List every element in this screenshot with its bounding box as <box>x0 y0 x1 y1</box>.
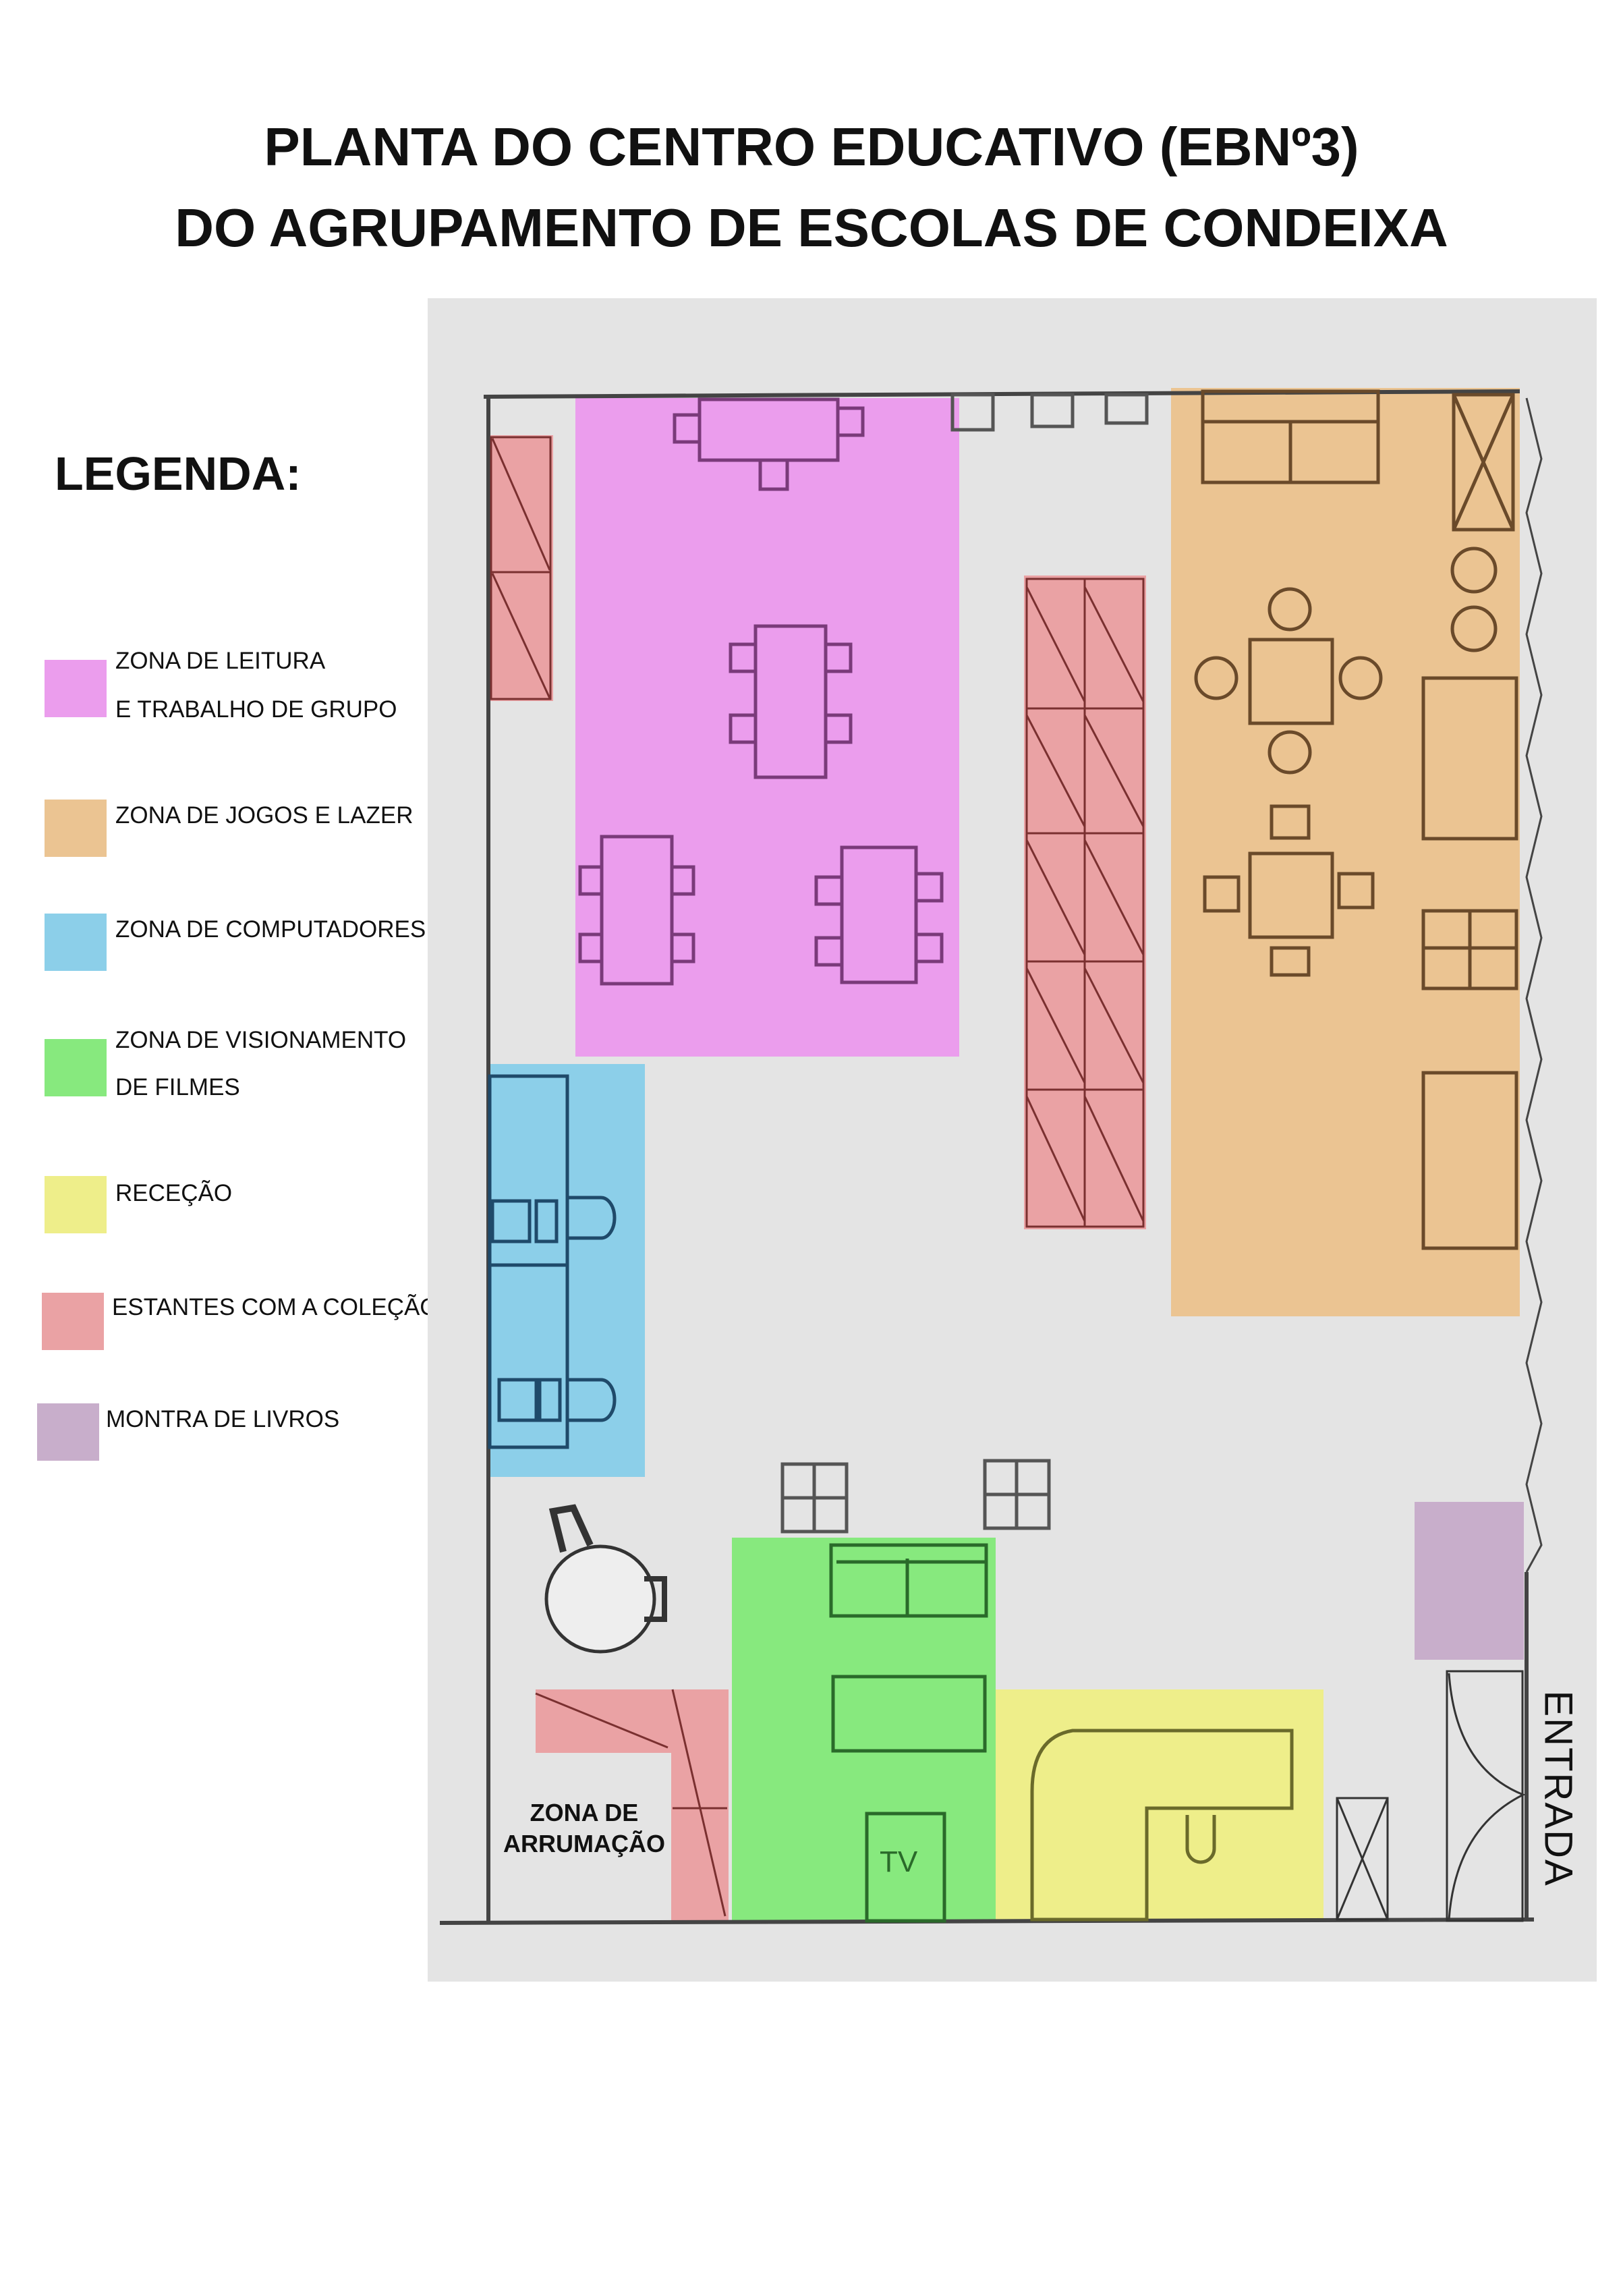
film-furniture <box>829 1543 988 1923</box>
reading-tables <box>578 397 944 986</box>
legend-label-films-2: DE FILMES <box>115 1074 240 1100</box>
tv-label: TV <box>880 1845 918 1878</box>
legend-label-computers: ZONA DE COMPUTADORES <box>115 916 426 943</box>
zone-film-viewing <box>732 1538 996 1921</box>
entrance-door <box>1336 1670 1526 1922</box>
legend-heading: LEGENDA: <box>55 447 302 500</box>
round-table <box>544 1504 667 1654</box>
legend-label-films-1: ZONA DE VISIONAMENTO <box>115 1027 407 1053</box>
shelf-left <box>490 435 553 701</box>
legend-swatch-computers <box>45 914 107 971</box>
legend-label-reading-1: ZONA DE LEITURA <box>115 648 326 674</box>
bottom-windows <box>780 1459 1051 1534</box>
legend-swatch-films <box>45 1039 107 1096</box>
zone-reception <box>996 1689 1323 1921</box>
shelf-sketch-lines <box>490 436 1145 1917</box>
legend-label-reception: RECEÇÃO <box>115 1180 233 1206</box>
computer-desks <box>488 1074 617 1449</box>
entrance-label: ENTRADA <box>1536 1690 1581 1887</box>
zone-games-leisure <box>1171 388 1520 1316</box>
legend-label-shelves: ESTANTES COM A COLEÇÃO <box>112 1294 438 1320</box>
book-display <box>1415 1502 1524 1660</box>
legend-swatch-shelves <box>42 1293 104 1350</box>
games-furniture <box>1194 389 1518 1250</box>
storage-zone-label-2: ARRUMAÇÃO <box>503 1830 665 1857</box>
walls <box>439 389 1543 1925</box>
legend-swatch-reception <box>45 1176 107 1233</box>
reception-desk <box>1030 1729 1294 1922</box>
legend-swatch-games <box>45 800 107 857</box>
zone-reading-group-work <box>575 398 959 1057</box>
legend-label-reading-2: E TRABALHO DE GRUPO <box>115 696 397 723</box>
page-title-line2: DO AGRUPAMENTO DE ESCOLAS DE CONDEIXA <box>175 198 1448 258</box>
storage-zone-label-1: ZONA DE <box>530 1799 639 1826</box>
legend-swatch-reading <box>45 660 107 717</box>
page-title-line1: PLANTA DO CENTRO EDUCATIVO (EBNº3) <box>264 117 1359 177</box>
legend-swatch-display <box>37 1403 99 1461</box>
legend-label-display: MONTRA DE LIVROS <box>106 1406 340 1432</box>
legend-label-games: ZONA DE JOGOS E LAZER <box>115 802 414 829</box>
top-windows <box>950 393 1149 432</box>
